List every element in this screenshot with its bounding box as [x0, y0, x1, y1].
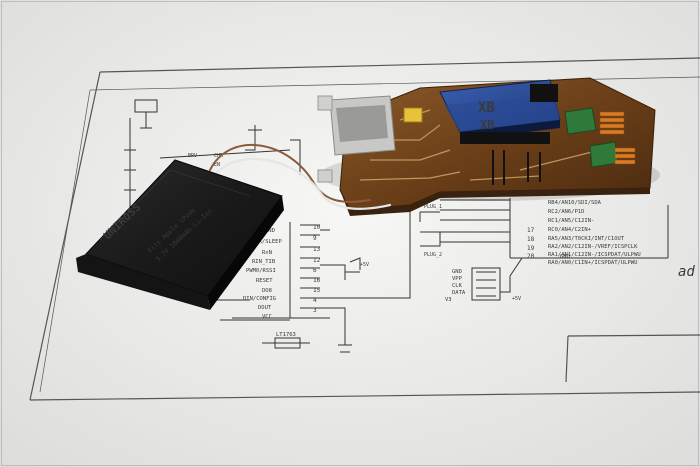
misc-label-2: +5V — [512, 296, 521, 302]
green-terminals — [564, 107, 619, 168]
misc-label-1: PLUG_2 — [424, 252, 442, 258]
misc-label-0: PLUG_1 — [424, 204, 442, 210]
signal-right-5: RA2/AN2/C12IN-/VREF/ICSPCLK — [548, 244, 638, 250]
pin-num-left-0: 10 — [313, 224, 321, 231]
icsp-label-0: GND — [452, 269, 462, 275]
signal-left-0: GND — [265, 228, 275, 234]
regulator-label: LT1763 — [276, 332, 296, 338]
pin-num-right-3: 20 — [527, 253, 535, 260]
usb-connector — [317, 95, 396, 183]
xbee-logo-second: XB — [480, 118, 494, 132]
pin-num-right-0: 17 — [527, 227, 535, 234]
signal-left-4: PWM0/RSSI — [246, 268, 276, 274]
pin-num-left-8: 3 — [313, 307, 317, 314]
pin-num-left-6: 15 — [313, 287, 321, 294]
pin-num-left-5: 16 — [313, 277, 321, 284]
pic-connector-schematic — [419, 198, 669, 301]
signal-right-0: RB4/AN10/SDI/SDA — [548, 200, 602, 206]
icsp-label-3: DATA — [452, 290, 466, 296]
misc-label-6: EN — [214, 162, 220, 168]
misc-label-3: +5V — [360, 262, 369, 268]
signal-left-8: DOUT — [258, 305, 272, 311]
schematic-text: 10 9 13 12 6 16 15 4 3 GND DTR/SLEEP RxN… — [188, 153, 695, 338]
battery-wires — [209, 144, 392, 210]
signal-left-5: RESET — [256, 278, 273, 284]
pin-num-left-4: 6 — [313, 267, 317, 274]
pin-num-left-1: 9 — [313, 235, 317, 242]
orange-headers — [599, 111, 636, 165]
signal-left-9: VCC — [262, 314, 272, 320]
schematic-frame — [29, 57, 700, 401]
signal-right-3: RC0/AN4/C2IN+ — [548, 227, 592, 233]
xbee-module: XB XB — [439, 79, 561, 144]
signal-left-6: DO8 — [262, 288, 272, 294]
icsp-label-4: V3 — [445, 297, 452, 303]
misc-label-5: CHR — [214, 153, 224, 159]
misc-label-4: BRV — [188, 153, 197, 159]
vertical-pins — [492, 150, 541, 185]
signal-right-8: GND — [560, 254, 570, 260]
xbee-connector-schematic — [220, 200, 411, 353]
signal-right-2: RC1/AN5/C12IN- — [548, 218, 594, 224]
margin-letters: ad — [678, 264, 695, 280]
icsp-label-2: CLK — [452, 283, 463, 289]
pin-num-right-1: 18 — [527, 236, 535, 243]
signal-left-1: DTR/SLEEP — [252, 239, 282, 245]
signal-right-7: RA0/AN0/C1IN+/ICSPDAT/ULPWU — [548, 260, 637, 266]
signal-left-3: RIN_TIB — [252, 259, 276, 265]
signal-left-7: DIN/CONFIG — [243, 296, 276, 302]
yellow-component — [403, 107, 423, 123]
signal-right-1: RC2/AN6/P1D — [548, 209, 584, 215]
icsp-label-1: VPP — [452, 276, 463, 282]
black-chip — [530, 84, 558, 102]
signal-left-2: RxN — [262, 250, 272, 256]
pin-num-right-2: 19 — [527, 245, 535, 252]
pin-num-left-7: 4 — [313, 297, 317, 304]
pin-num-left-2: 13 — [313, 246, 321, 253]
battery: UNIROSS Fits Apple iPods 3.7V 1000mAh Li… — [76, 159, 284, 310]
pin-num-left-3: 12 — [313, 257, 321, 264]
signal-right-6: RA1/AN1/C12IN-/ICSPDAT/ULPWU — [548, 252, 641, 258]
signal-right-4: RA5/AN3/T0CKI/INT/C1OUT — [548, 236, 625, 242]
xbee-logo: XB — [478, 100, 495, 116]
